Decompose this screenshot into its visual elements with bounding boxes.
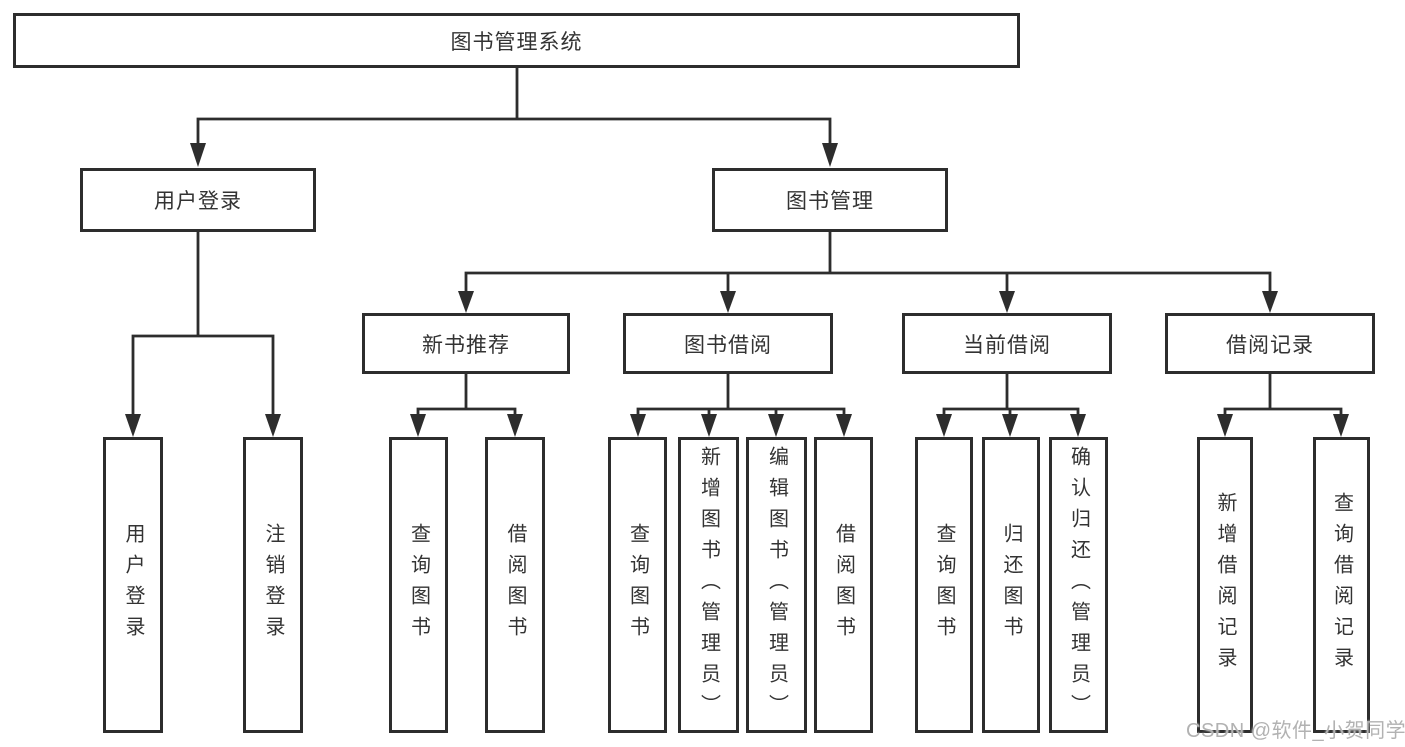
leaf-add-borrow-record-label: 新增借阅记录: [1214, 492, 1236, 678]
leaf-borrow-books-recommend-label: 借阅图书: [504, 523, 526, 647]
arrowhead: [1333, 414, 1349, 437]
arrowhead: [458, 291, 474, 313]
node-book-borrow: 图书借阅: [623, 313, 833, 374]
arrowhead: [190, 143, 206, 167]
node-user-login-label: 用户登录: [154, 190, 242, 213]
arrowhead: [768, 414, 784, 437]
node-borrow-record: 借阅记录: [1165, 313, 1375, 374]
connector-newbook-rail: [416, 407, 517, 416]
arrowhead: [125, 414, 141, 437]
node-root-label: 图书管理系统: [450, 30, 583, 54]
arrowhead: [701, 414, 717, 437]
node-book-borrow-label: 图书借阅: [684, 333, 772, 357]
node-borrow-record-label: 借阅记录: [1226, 333, 1314, 357]
leaf-query-books-borrow-label: 查询图书: [626, 523, 649, 647]
node-book-management: 图书管理: [712, 168, 948, 232]
leaf-query-books-borrow: 查询图书: [608, 437, 667, 733]
arrowhead: [720, 291, 736, 313]
arrowhead: [836, 414, 852, 437]
leaf-user-login: 用户登录: [103, 437, 163, 733]
connector-borrowrecord-rail: [1223, 407, 1343, 416]
connector-root-rail: [196, 117, 832, 146]
leaf-user-login-label: 用户登录: [122, 523, 144, 647]
node-current-borrow: 当前借阅: [902, 313, 1112, 374]
leaf-return-book: 归还图书: [982, 437, 1040, 733]
leaf-logout-login: 注销登录: [243, 437, 303, 733]
leaf-query-books-current-label: 查询图书: [933, 523, 955, 647]
arrowhead: [1002, 414, 1018, 437]
arrowhead: [822, 143, 838, 167]
csdn-watermark: CSDN @软件_小贺同学: [1186, 720, 1405, 742]
leaf-borrow-books: 借阅图书: [814, 437, 873, 733]
leaf-add-book-admin: 新增图书（管理员）: [678, 437, 739, 733]
leaf-add-borrow-record: 新增借阅记录: [1197, 437, 1253, 733]
leaf-borrow-books-recommend: 借阅图书: [485, 437, 545, 733]
leaf-query-books-current: 查询图书: [915, 437, 973, 733]
connector-bookmgmt-rail: [464, 271, 1272, 293]
connector-bookborrow-rail: [636, 407, 846, 416]
leaf-query-books-recommend: 查询图书: [389, 437, 448, 733]
leaf-confirm-return-admin-label: 确认归还（管理员）: [1067, 445, 1090, 725]
leaf-borrow-books-label: 借阅图书: [832, 523, 855, 647]
node-new-book-recommend: 新书推荐: [362, 313, 570, 374]
arrowhead: [1262, 291, 1278, 313]
leaf-query-books-recommend-label: 查询图书: [407, 523, 430, 647]
arrowhead: [1217, 414, 1233, 437]
arrowhead: [265, 414, 281, 437]
connector-userlogin-rail: [131, 334, 275, 416]
arrowhead: [936, 414, 952, 437]
arrowhead: [507, 414, 523, 437]
leaf-confirm-return-admin: 确认归还（管理员）: [1049, 437, 1108, 733]
arrowhead: [1070, 414, 1086, 437]
leaf-logout-login-label: 注销登录: [262, 523, 284, 647]
arrowhead: [410, 414, 426, 437]
node-new-book-recommend-label: 新书推荐: [422, 333, 510, 357]
arrowhead: [630, 414, 646, 437]
leaf-add-book-admin-label: 新增图书（管理员）: [697, 445, 720, 725]
leaf-return-book-label: 归还图书: [1000, 523, 1022, 647]
node-book-management-label: 图书管理: [786, 190, 874, 213]
leaf-edit-book-admin-label: 编辑图书（管理员）: [765, 445, 788, 725]
arrowhead: [999, 291, 1015, 313]
node-current-borrow-label: 当前借阅: [963, 333, 1051, 357]
node-root: 图书管理系统: [13, 13, 1020, 68]
node-user-login: 用户登录: [80, 168, 316, 232]
leaf-edit-book-admin: 编辑图书（管理员）: [746, 437, 807, 733]
leaf-query-borrow-record-label: 查询借阅记录: [1330, 492, 1353, 678]
leaf-query-borrow-record: 查询借阅记录: [1313, 437, 1370, 733]
